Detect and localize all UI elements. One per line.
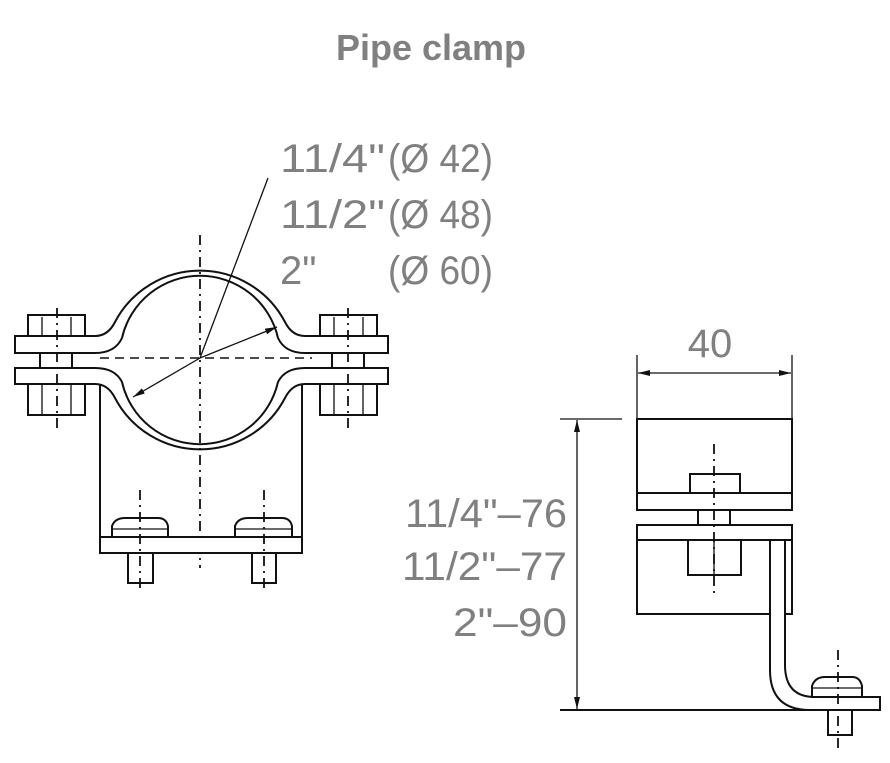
diameter-label-1: (Ø 42) [388, 137, 493, 181]
size-label-3: 2" [280, 249, 316, 293]
spacer-left [39, 352, 73, 369]
foot-stud [827, 709, 853, 736]
diameter-labels: 11/4" (Ø 42) 11/2" (Ø 48) 2" (Ø 60) [280, 137, 493, 293]
size-label-1: 11/4" [280, 137, 385, 181]
height-label-1: 11/4"–76 [405, 492, 567, 536]
front-view: 11/4" (Ø 42) 11/2" (Ø 48) 2" (Ø 60) [14, 137, 493, 592]
height-label-2: 11/2"–77 [402, 545, 567, 589]
diagram-title: Pipe clamp [336, 27, 526, 68]
diameter-label-3: (Ø 60) [388, 249, 493, 293]
width-label: 40 [688, 322, 733, 366]
foot-bolt-head [811, 676, 863, 698]
diameter-arrow-left [132, 357, 201, 398]
size-label-2: 11/2" [280, 193, 385, 237]
base-plate [99, 536, 303, 554]
upper-strap [14, 269, 389, 354]
diameter-leader [199, 177, 269, 359]
height-label-3: 2"–90 [453, 601, 567, 645]
diameter-label-2: (Ø 48) [388, 193, 493, 237]
side-view: 40 11/4"–76 11/2"–77 2"–90 [402, 322, 881, 750]
upper-nut [689, 473, 741, 494]
diameter-arrow-right [199, 326, 278, 359]
l-bracket [769, 539, 881, 711]
